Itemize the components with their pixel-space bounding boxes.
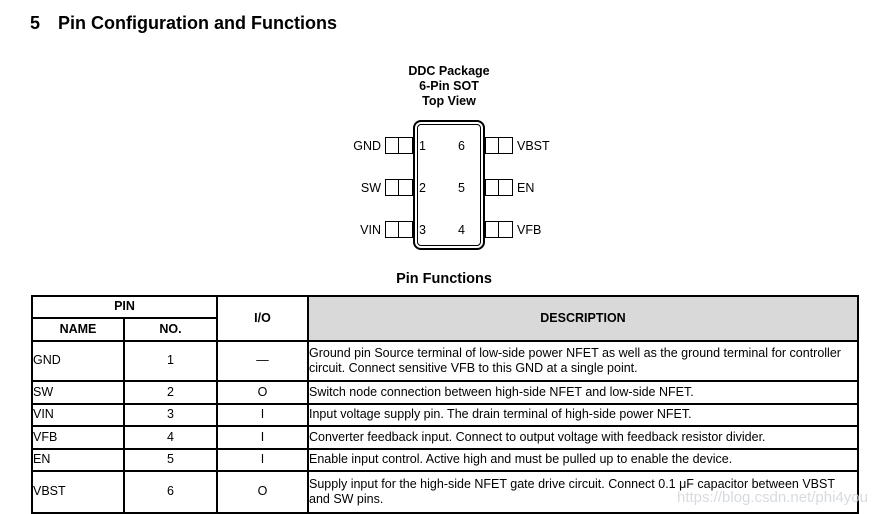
pin-description-cell: Switch node connection between high-side… <box>307 380 859 405</box>
pin-pad-1 <box>385 137 413 154</box>
pin-no-cell: 4 <box>123 425 218 450</box>
package-title-line1: DDC Package <box>408 64 490 78</box>
pin-name-cell: GND <box>31 340 125 382</box>
table-row: GND 1 — Ground pin Source terminal of lo… <box>31 340 859 382</box>
pin-io-cell: — <box>216 340 309 382</box>
package-title: DDC Package 6-Pin SOT Top View <box>330 64 568 109</box>
pin-description-text: Enable input control. Active high and mu… <box>309 452 733 467</box>
chip-body <box>413 120 485 250</box>
pin-pad-6 <box>485 137 513 154</box>
table-row: VBST 6 O Supply input for the high-side … <box>31 470 859 514</box>
package-title-line3: Top View <box>422 94 476 108</box>
table-row: EN 5 I Enable input control. Active high… <box>31 448 859 472</box>
pin-label-sw: SW <box>360 181 381 195</box>
table-row: VFB 4 I Converter feedback input. Connec… <box>31 425 859 450</box>
pin-pad-cell <box>498 221 513 238</box>
pin-io-cell: I <box>216 403 309 427</box>
package-title-line2: 6-Pin SOT <box>419 79 479 93</box>
section-heading: 5 Pin Configuration and Functions <box>30 13 337 34</box>
table-row: VIN 3 I Input voltage supply pin. The dr… <box>31 403 859 427</box>
pin-description-text: Input voltage supply pin. The drain term… <box>309 407 692 422</box>
pin-pad-5 <box>485 179 513 196</box>
pin-no-cell: 6 <box>123 470 218 514</box>
pin-label-vfb: VFB <box>517 223 542 237</box>
pin-pad-cell <box>398 179 413 196</box>
table-row: SW 2 O Switch node connection between hi… <box>31 380 859 405</box>
pin-description-text: Converter feedback input. Connect to out… <box>309 429 766 444</box>
pin-io-cell: I <box>216 448 309 472</box>
pin-pad-4 <box>485 221 513 238</box>
pin-name-cell: VIN <box>31 403 125 427</box>
section-number: 5 <box>30 13 41 33</box>
pin-no-cell: 3 <box>123 403 218 427</box>
pin-description-cell: Converter feedback input. Connect to out… <box>307 425 859 450</box>
pin-label-gnd: GND <box>353 139 381 153</box>
pin-pad-cell <box>398 137 413 154</box>
pin-pad-cell <box>398 221 413 238</box>
table-header-row-1: PIN I/O DESCRIPTION <box>31 295 859 342</box>
section-title-text: Pin Configuration and Functions <box>58 13 337 33</box>
pin-io-cell: O <box>216 380 309 405</box>
pin-io-cell: O <box>216 470 309 514</box>
pin-description-text: Ground pin Source terminal of low-side p… <box>309 345 841 376</box>
pin-pad-3 <box>385 221 413 238</box>
watermark-url: https://blog.csdn.net/phi4you <box>677 489 868 506</box>
pin-description-cell: Enable input control. Active high and mu… <box>307 448 859 472</box>
pin-number-1: 1 <box>419 139 426 153</box>
table-header-row-2: NAME NO. <box>31 317 858 342</box>
pin-label-vbst: VBST <box>517 139 550 153</box>
pin-pad-cell <box>498 179 513 196</box>
pin-description-cell: Ground pin Source terminal of low-side p… <box>307 340 859 382</box>
pin-name-cell: VFB <box>31 425 125 450</box>
pin-name-cell: SW <box>31 380 125 405</box>
header-no: NO. <box>123 317 218 342</box>
chip-body-inner-outline <box>417 124 481 246</box>
pin-number-6: 6 <box>458 139 465 153</box>
pin-number-3: 3 <box>419 223 426 237</box>
pin-number-2: 2 <box>419 181 426 195</box>
header-pin-group: PIN <box>31 295 218 319</box>
pin-description-cell: Input voltage supply pin. The drain term… <box>307 403 859 427</box>
pin-label-en: EN <box>517 181 535 195</box>
header-name: NAME <box>31 317 125 342</box>
pin-pad-2 <box>385 179 413 196</box>
pin-description-cell: Supply input for the high-side NFET gate… <box>307 470 859 514</box>
pin-functions-table: PIN I/O DESCRIPTION NAME NO. GND 1 — Gro… <box>31 295 859 514</box>
pin-number-5: 5 <box>458 181 465 195</box>
pin-label-vin: VIN <box>360 223 381 237</box>
header-description: DESCRIPTION <box>307 295 859 342</box>
pin-name-cell: EN <box>31 448 125 472</box>
pin-io-cell: I <box>216 425 309 450</box>
pin-functions-title: Pin Functions <box>396 271 492 287</box>
pin-no-cell: 1 <box>123 340 218 382</box>
pin-no-cell: 5 <box>123 448 218 472</box>
pin-number-4: 4 <box>458 223 465 237</box>
pin-description-text: Supply input for the high-side NFET gate… <box>309 476 835 507</box>
pin-no-cell: 2 <box>123 380 218 405</box>
header-io: I/O <box>216 295 309 342</box>
pin-name-cell: VBST <box>31 470 125 514</box>
pin-pad-cell <box>498 137 513 154</box>
pin-description-text: Switch node connection between high-side… <box>309 384 694 399</box>
